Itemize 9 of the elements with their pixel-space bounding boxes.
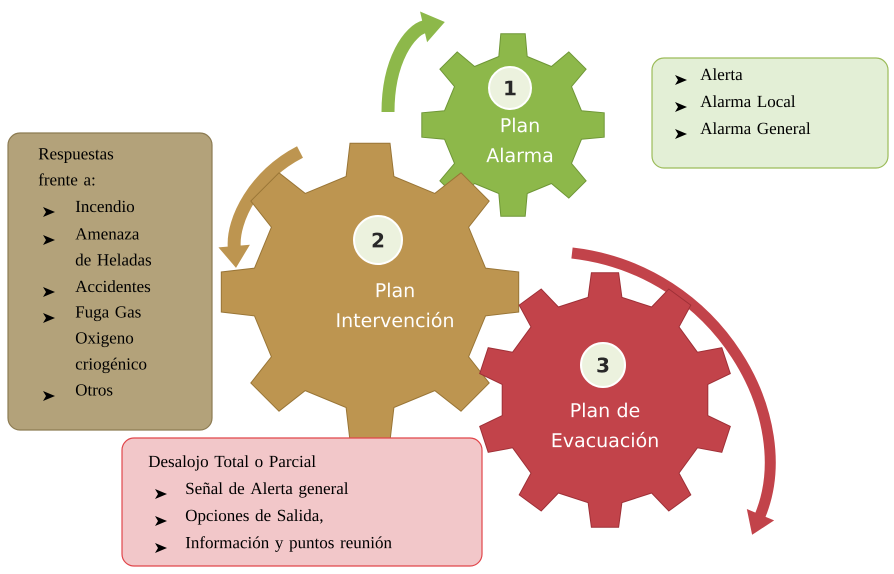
gear-label: Plan Alarma: [486, 118, 552, 162]
number-badge: 3: [580, 342, 626, 388]
number-badge: 2: [353, 215, 403, 265]
list-box: Respuestas frente a: Incendio Amenaza de Heladas Accidentes Fuga Gas Oxigeno criogénico Otros: [7, 132, 213, 431]
gear-label: Plan Intervención: [337, 282, 453, 328]
gear-label: Plan de Evacuación: [552, 402, 658, 448]
list-box: Desalojo Total o Parcial Señal de Alerta general Opciones de Salida, Información y puntos reunión: [121, 437, 483, 567]
number-badge: 1: [488, 66, 532, 110]
list-box: Alerta Alarma Local Alarma General: [651, 57, 889, 169]
